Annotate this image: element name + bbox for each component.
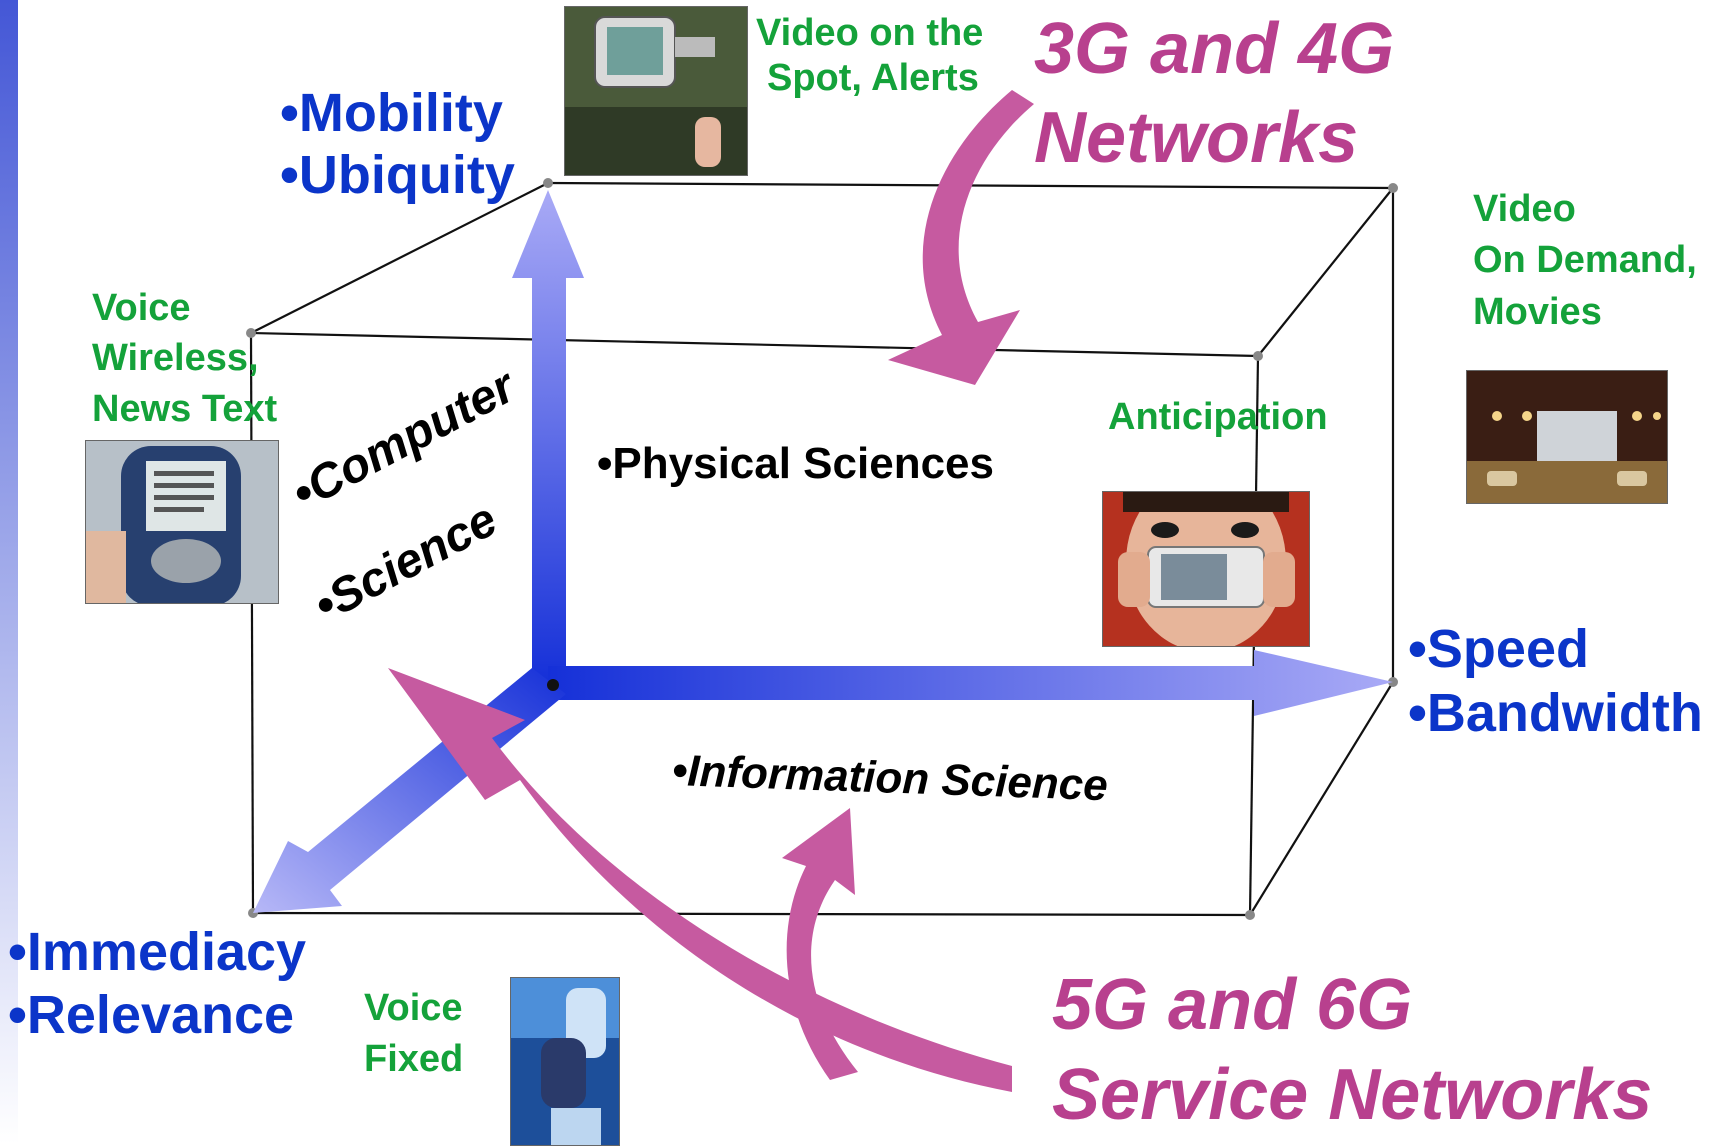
depth-axis-arrow <box>253 668 566 913</box>
voice-wireless-label-1: Voice <box>92 287 191 329</box>
label-bandwidth: •Bandwidth <box>1408 683 1703 743</box>
home-theater-photo <box>1466 370 1668 504</box>
fixed-phone-handset-icon <box>511 978 619 1145</box>
left-accent-bar <box>0 0 18 1144</box>
video-demand-label-2: On Demand, <box>1473 239 1697 281</box>
camera-phone-photo <box>564 6 748 176</box>
voice-wireless-label-3: News Text <box>92 388 278 430</box>
vertical-axis-arrow <box>512 190 584 683</box>
fixed-phone-photo <box>510 977 620 1146</box>
horizontal-axis-arrow <box>548 650 1393 716</box>
video-spot-label-2: Spot, Alerts <box>767 57 979 99</box>
speed-text: Speed <box>1426 619 1589 679</box>
mobility-text: Mobility <box>298 83 503 143</box>
voice-wireless-label-2: Wireless, <box>92 337 259 379</box>
networks-5g6g-line-1: 5G and 6G <box>1052 965 1413 1045</box>
curve-arrow-5g6g-branch <box>782 808 858 1080</box>
video-phone-face-icon <box>1103 492 1309 646</box>
label-immediacy: •Immediacy <box>8 922 307 982</box>
mobile-text-phone-photo <box>85 440 279 604</box>
home-theater-icon <box>1467 371 1667 503</box>
video-demand-label-3: Movies <box>1473 291 1602 333</box>
ubiquity-text: Ubiquity <box>298 145 515 205</box>
networks-3g4g-line-1: 3G and 4G <box>1034 9 1395 89</box>
networks-5g6g-line-2: Service Networks <box>1052 1055 1653 1135</box>
voice-fixed-label-1: Voice <box>364 987 463 1029</box>
video-spot-label-1: Video on the <box>756 12 984 54</box>
voice-fixed-label-2: Fixed <box>364 1038 464 1080</box>
origin-dot <box>547 679 559 691</box>
curve-arrow-5g6g-main <box>388 668 1012 1092</box>
curve-arrow-3g4g <box>888 90 1034 385</box>
anticipation-label: Anticipation <box>1108 396 1328 438</box>
label-relevance: •Relevance <box>8 985 295 1045</box>
mobile-text-phone-icon <box>86 441 278 603</box>
networks-3g4g-line-2: Networks <box>1034 98 1359 178</box>
video-demand-label-1: Video <box>1473 188 1576 230</box>
anticipation-photo <box>1102 491 1310 647</box>
physical-sciences-label: •Physical Sciences <box>597 439 994 488</box>
immediacy-text: Immediacy <box>26 922 307 982</box>
camera-phone-icon <box>565 7 747 175</box>
bandwidth-text: Bandwidth <box>1426 683 1703 743</box>
label-speed: •Speed <box>1408 619 1589 679</box>
label-ubiquity: •Ubiquity <box>280 145 515 205</box>
relevance-text: Relevance <box>26 985 295 1045</box>
label-mobility: •Mobility <box>280 83 503 143</box>
